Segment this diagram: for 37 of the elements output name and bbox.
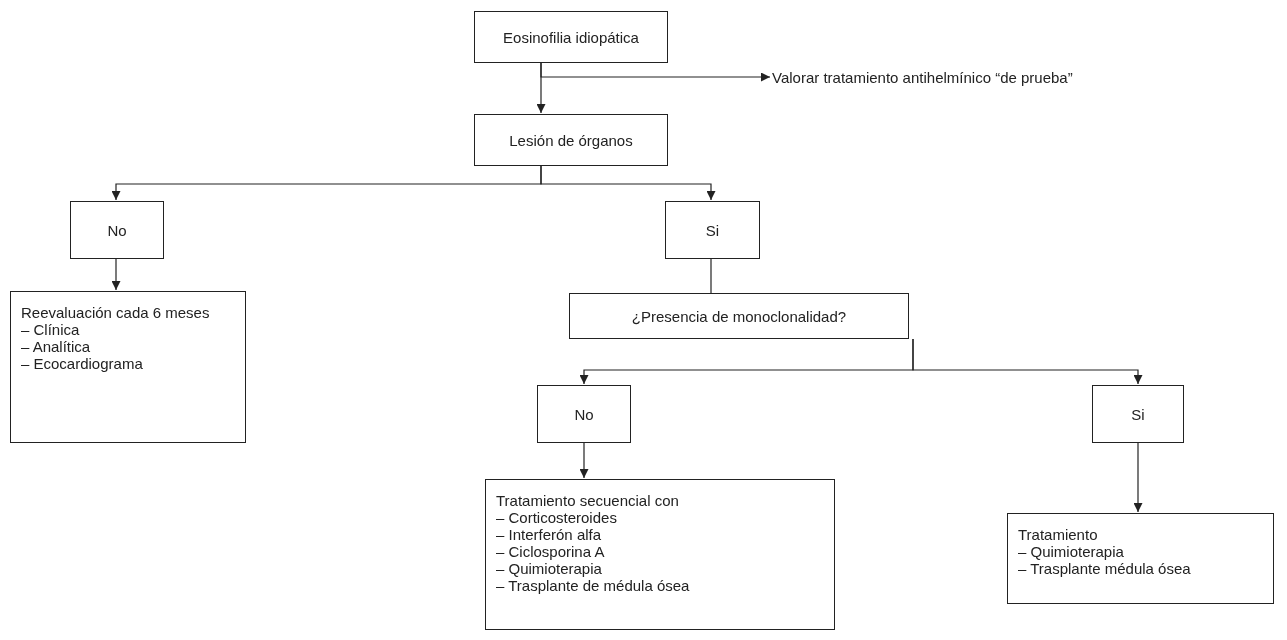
process-box	[10, 291, 246, 443]
list-item: – Ecocardiograma	[21, 355, 144, 372]
list-item: – Ciclosporina A	[496, 543, 606, 560]
box-label: Si	[705, 221, 720, 239]
list-item: – Trasplante médula ósea	[1018, 560, 1192, 577]
list-item: – Corticosteroides	[496, 509, 618, 526]
list-item: – Trasplante de médula ósea	[496, 577, 691, 594]
list-item: – Analítica	[21, 338, 92, 355]
process-box	[474, 11, 668, 63]
process-box	[665, 201, 760, 259]
process-box	[474, 114, 668, 166]
box-label: ¿Presencia de monoclonalidad?	[631, 307, 847, 325]
list-item: – Interferón alfa	[496, 526, 603, 543]
note-text: Valorar tratamiento antihelmínico “de prueba”	[772, 68, 1074, 86]
arrow	[111, 258, 121, 291]
arrow	[912, 338, 1143, 385]
box-heading: Reevaluación cada 6 meses	[21, 304, 211, 321]
box-label: Si	[1131, 405, 1145, 423]
box-heading: Tratamiento	[1018, 526, 1099, 543]
list-item: – Quimioterapia	[1018, 543, 1125, 560]
process-box	[1007, 513, 1274, 604]
box-label: Lesión de órganos	[509, 131, 633, 149]
arrow	[1133, 442, 1143, 513]
box-heading: Tratamiento secuencial con	[496, 492, 680, 509]
box-label: No	[107, 221, 127, 239]
box-label: No	[574, 405, 594, 423]
process-box	[537, 385, 631, 443]
arrow	[540, 165, 716, 201]
box-label: Eosinofilia idiopática	[503, 28, 639, 46]
list-item: – Quimioterapia	[496, 560, 603, 577]
process-box	[70, 201, 164, 259]
process-box	[485, 479, 835, 630]
list-item: – Clínica	[21, 321, 81, 338]
process-box	[1092, 385, 1184, 443]
process-box	[569, 293, 909, 339]
arrow	[579, 442, 589, 479]
arrow	[536, 62, 546, 114]
